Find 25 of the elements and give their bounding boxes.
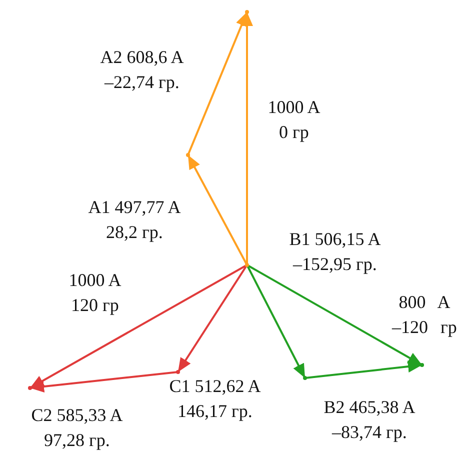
vertex-point: [186, 153, 190, 157]
vector-arrow: [177, 264, 248, 373]
vertex-point: [303, 376, 307, 380]
edge-label: C2 585,33 A 97,28 гр.: [30, 404, 124, 452]
vertex-point: [176, 370, 180, 374]
vector-arrow: [30, 264, 248, 389]
vector-arrow: [187, 154, 248, 266]
edge-label: C1 512,62 A 146,17 гр.: [168, 375, 262, 423]
vector-arrow: [246, 264, 306, 378]
vector-arrow: [304, 360, 422, 379]
edge-label: A2 608,6 A –22,74 гр.: [99, 46, 185, 94]
edge-label: B1 506,15 A –152,95 гр.: [288, 228, 382, 276]
edge-label: B2 465,38 A –83,74 гр.: [322, 396, 416, 444]
vector-arrow: [241, 12, 253, 265]
vertex-point: [245, 263, 249, 267]
vertex-point: [420, 363, 424, 367]
edge-label: 1000 A 0 гр: [266, 96, 322, 144]
vector-arrow: [246, 264, 422, 366]
vertex-point: [245, 10, 249, 14]
vector-arrow: [187, 12, 248, 156]
vertex-point: [28, 386, 32, 390]
edge-label: A1 497,77 A 28,2 гр.: [87, 196, 182, 244]
edge-label: 800 A –120 гр: [390, 291, 458, 339]
edge-label: 1000 A 120 гр: [68, 269, 122, 317]
vector-arrow: [30, 371, 178, 392]
